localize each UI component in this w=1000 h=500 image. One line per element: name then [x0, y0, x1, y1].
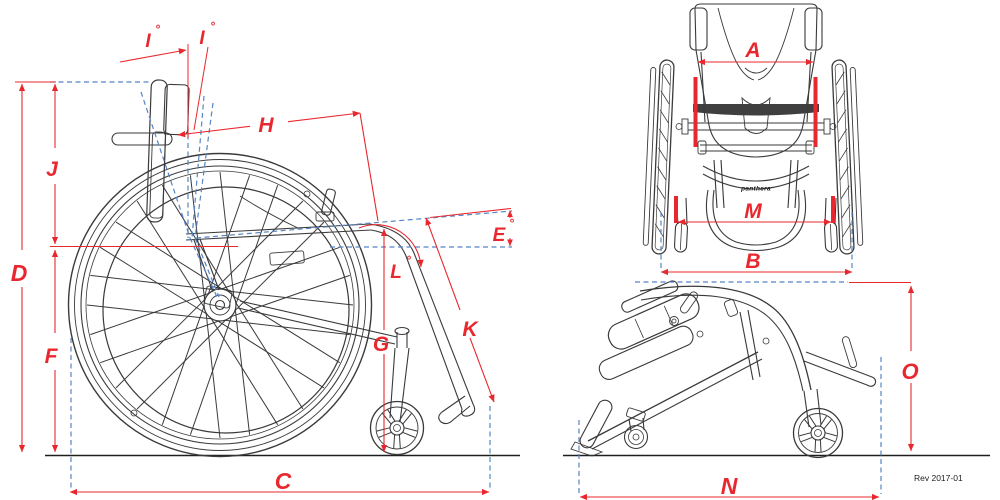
- folded-view-drawing: [563, 280, 990, 459]
- degree-symbol-e: °: [510, 216, 515, 230]
- folded-view: O N: [563, 280, 990, 500]
- right-wing: [804, 7, 823, 51]
- release-lever: [679, 291, 699, 314]
- side-view: I ° I ° H J D F C E ° L ° G K: [11, 19, 520, 496]
- dim-label-b: B: [745, 250, 760, 273]
- folded-view-labels: O N: [721, 359, 919, 499]
- dim-label-d: D: [11, 260, 28, 286]
- rear-wheel-left-front-view: [642, 59, 675, 255]
- caster-spokes: [799, 415, 837, 452]
- front-view-labels: A M B: [744, 39, 762, 273]
- dim-label-k: K: [462, 318, 479, 341]
- side-reference-lines: [50, 81, 513, 490]
- dim-label-j: J: [46, 158, 59, 181]
- side-view-labels: I ° I ° H J D F C E ° L ° G K: [11, 19, 515, 494]
- spokes: [86, 171, 354, 439]
- rear-wheel: [67, 152, 373, 458]
- footplate: [438, 395, 471, 425]
- dim-label-i-right: I: [199, 28, 205, 49]
- side-view-drawing: [45, 79, 520, 458]
- folded-dimension-lines: [579, 281, 915, 500]
- backrest-shell: [694, 3, 818, 158]
- backrest: [146, 79, 190, 223]
- left-wing: [689, 7, 708, 51]
- caster-spokes: [376, 409, 418, 449]
- footplate-end: [570, 399, 613, 457]
- handrim: [102, 186, 350, 434]
- dim-label-m: M: [744, 200, 762, 223]
- folded-seat-pad: [598, 325, 694, 380]
- dim-label-l: L: [390, 262, 402, 283]
- handrim-left: [642, 67, 657, 246]
- front-view: A M B panthera: [642, 3, 864, 276]
- seat-plane-line: [195, 210, 513, 239]
- dim-label-i-left: I: [145, 31, 151, 52]
- dim-label-g: G: [373, 333, 389, 356]
- handrim-right: [849, 67, 864, 246]
- rear-mini-caster: [623, 407, 649, 450]
- front-dimension-lines: [660, 58, 853, 276]
- degree-symbol-i-right: °: [211, 19, 216, 33]
- dim-label-n: N: [721, 473, 738, 499]
- width-marker-bars: [674, 77, 835, 223]
- front-caster: [369, 326, 425, 456]
- dim-label-c: C: [275, 468, 292, 494]
- revision-note: Rev 2017-01: [914, 473, 963, 483]
- side-dimension-lines: [15, 44, 513, 496]
- folded-reference-lines: [578, 281, 882, 494]
- rear-wheel-right-front-view: [831, 59, 864, 255]
- spoke-hatch: [654, 71, 671, 238]
- folded-front-caster: [792, 388, 844, 459]
- push-handle: [111, 132, 173, 146]
- dim-label-f: F: [45, 345, 59, 368]
- frame: [185, 188, 476, 425]
- dim-label-o: O: [901, 359, 918, 384]
- seat-sling: [693, 104, 819, 116]
- brake-lever: [321, 188, 336, 216]
- brand-logo: panthera: [740, 186, 771, 193]
- front-reference-lines: [660, 212, 853, 268]
- dim-label-a: A: [744, 39, 760, 62]
- dim-label-h: H: [258, 114, 274, 137]
- spoke-hatch: [835, 71, 852, 238]
- folded-push-handle: [621, 280, 679, 313]
- degree-symbol-l: °: [407, 253, 412, 267]
- folded-backrest-pad: [607, 293, 700, 350]
- degree-symbol-i-left: °: [156, 22, 161, 36]
- logo-strap: [702, 165, 810, 182]
- dim-label-e: E: [493, 225, 507, 246]
- side-guard: [239, 195, 299, 229]
